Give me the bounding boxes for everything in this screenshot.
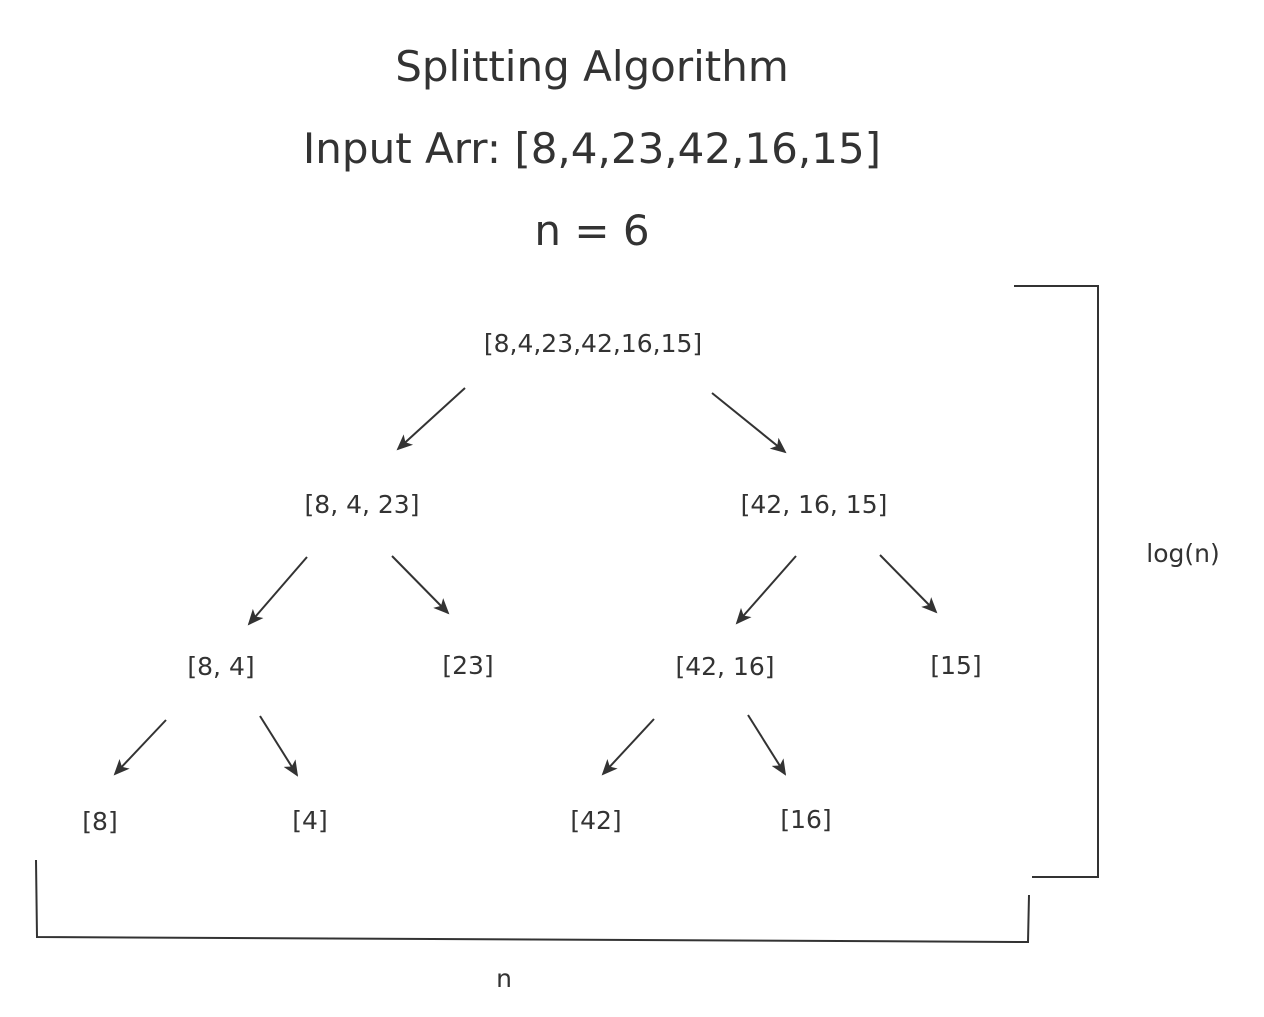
node-leaf-8: [8] xyxy=(82,807,118,836)
node-right-left: [42, 16] xyxy=(675,652,775,681)
edge-right-to-right-right xyxy=(879,554,938,614)
edge-right-left-to-leaf-42 xyxy=(601,718,655,776)
node-leaf-16: [16] xyxy=(780,805,832,834)
input-size-label: n = 6 xyxy=(534,206,650,255)
node-left: [8, 4, 23] xyxy=(304,490,420,519)
edge-right-to-right-left xyxy=(735,555,797,625)
diagram-title: Splitting Algorithm xyxy=(395,42,789,91)
edge-left-left-to-leaf-4 xyxy=(259,715,299,777)
node-right: [42, 16, 15] xyxy=(740,490,888,519)
node-root: [8,4,23,42,16,15] xyxy=(483,329,703,358)
node-leaf-4: [4] xyxy=(292,806,328,835)
node-left-right: [23] xyxy=(442,651,494,680)
edge-left-to-left-right xyxy=(391,555,450,615)
node-right-right: [15] xyxy=(930,651,982,680)
node-left-left: [8, 4] xyxy=(187,652,255,681)
node-leaf-42: [42] xyxy=(570,806,622,835)
height-bracket xyxy=(1014,285,1099,878)
width-label: n xyxy=(496,964,512,993)
edge-root-to-left xyxy=(396,387,466,451)
edge-root-to-right xyxy=(711,392,787,454)
height-label: log(n) xyxy=(1146,539,1220,568)
width-bracket xyxy=(35,859,1030,944)
edge-left-to-left-left xyxy=(247,556,308,626)
edge-right-left-to-leaf-16 xyxy=(747,714,787,776)
input-array-label: Input Arr: [8,4,23,42,16,15] xyxy=(302,124,882,173)
edge-left-left-to-leaf-8 xyxy=(113,719,167,776)
